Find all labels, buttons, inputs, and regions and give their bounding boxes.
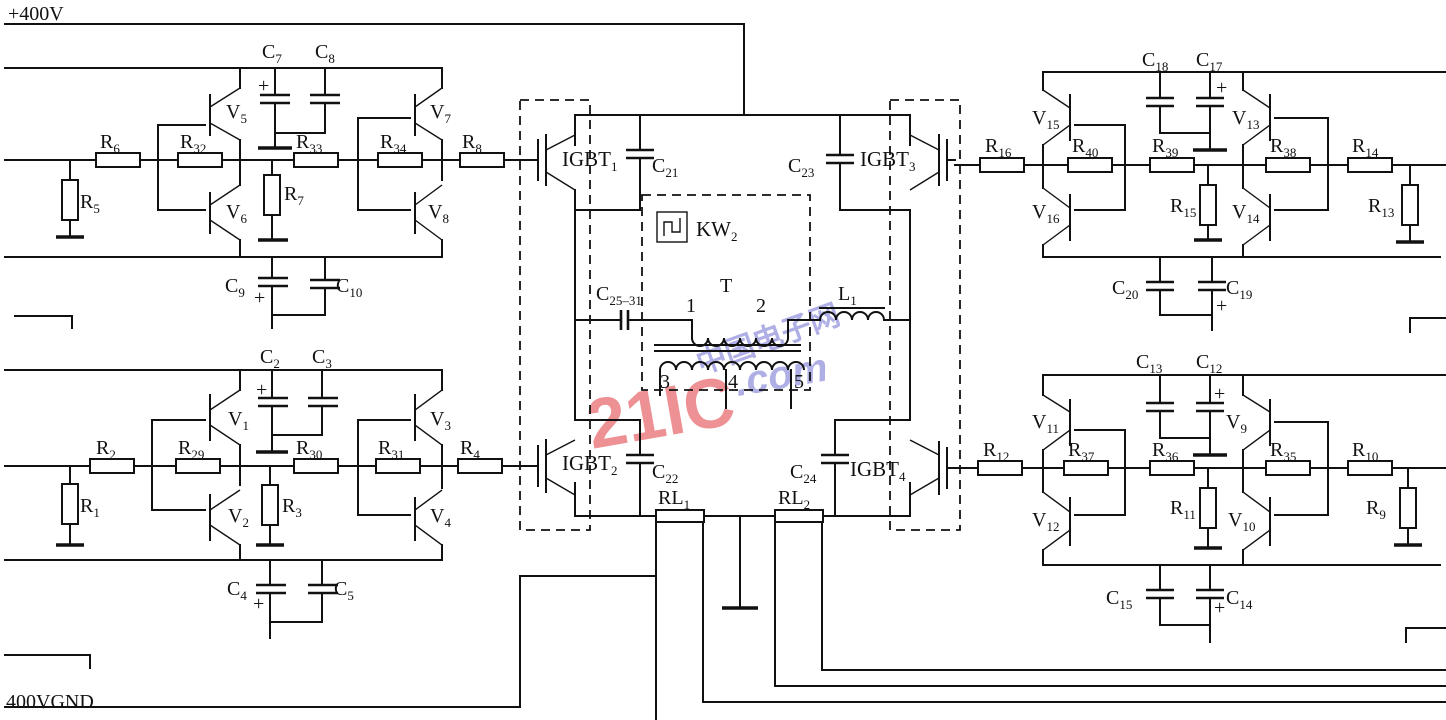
polarity-c4: +: [253, 593, 264, 615]
label-c5: C5: [334, 578, 354, 603]
label-r11: R11: [1170, 497, 1196, 522]
label-v9: V9: [1226, 411, 1247, 436]
label-l1: L1: [838, 283, 857, 308]
label-v11: V11: [1032, 411, 1059, 436]
label-r9: R9: [1366, 497, 1386, 522]
label-r30: R30: [296, 437, 322, 462]
label-igbt1: IGBT1: [562, 147, 618, 174]
label-c9: C9: [225, 275, 245, 300]
labels: +400V 400VGND C7 C8 R6 R32 R33 R34 R8 V5…: [6, 3, 1394, 713]
label-v7: V7: [430, 101, 451, 126]
label-igbt4: IGBT4: [850, 457, 906, 484]
label-r40: R40: [1072, 135, 1098, 160]
polarity-c19: +: [1216, 295, 1227, 317]
label-r7: R7: [284, 183, 304, 208]
label-r29: R29: [178, 437, 204, 462]
label-v6: V6: [226, 201, 247, 226]
label-v3: V3: [430, 408, 451, 433]
label-r31: R31: [378, 437, 404, 462]
label-igbt2: IGBT2: [562, 451, 618, 478]
transformer: [574, 211, 911, 409]
label-c4: C4: [227, 578, 247, 603]
label-pin5: 5: [794, 371, 804, 393]
label-v5: V5: [226, 101, 247, 126]
label-r6: R6: [100, 131, 120, 156]
label-c3: C3: [312, 346, 332, 371]
label-c8: C8: [315, 41, 335, 66]
label-r12: R12: [983, 439, 1009, 464]
label-r8: R8: [462, 131, 482, 156]
power-rails: [4, 23, 1446, 720]
label-v14: V14: [1232, 201, 1260, 226]
label-r37: R37: [1068, 439, 1095, 464]
polarity-c12: +: [1214, 383, 1225, 405]
label-v16: V16: [1032, 201, 1060, 226]
label-r32: R32: [180, 131, 206, 156]
label-pin2: 2: [756, 295, 766, 317]
rail-top-label: +400V: [8, 3, 64, 25]
label-r13: R13: [1368, 195, 1394, 220]
label-v2: V2: [228, 505, 249, 530]
label-rl2: RL2: [778, 487, 810, 512]
igbt-bridge: [519, 99, 961, 531]
label-c2: C2: [260, 346, 280, 371]
label-v10: V10: [1228, 509, 1255, 534]
label-pin1: 1: [686, 295, 696, 317]
polarity-c9: +: [254, 287, 265, 309]
label-c23: C23: [788, 155, 814, 180]
label-c15: C15: [1106, 587, 1132, 612]
driver-lower-right: [954, 374, 1446, 643]
label-v12: V12: [1032, 509, 1059, 534]
label-c22: C22: [652, 461, 678, 486]
label-v8: V8: [428, 201, 449, 226]
label-c17: C17: [1196, 49, 1223, 74]
label-r1: R1: [80, 495, 100, 520]
label-c14: C14: [1226, 587, 1253, 612]
label-r14: R14: [1352, 135, 1379, 160]
label-t: T: [720, 275, 732, 297]
label-r15: R15: [1170, 195, 1196, 220]
driver-upper-left: [4, 67, 531, 329]
label-v1: V1: [228, 408, 249, 433]
label-c7: C7: [262, 41, 282, 66]
label-pin3: 3: [660, 371, 670, 393]
driver-lower-left: [4, 369, 531, 669]
label-v15: V15: [1032, 107, 1059, 132]
label-r39: R39: [1152, 135, 1178, 160]
label-v13: V13: [1232, 107, 1259, 132]
rail-bottom-label: 400VGND: [6, 691, 94, 713]
label-r16: R16: [985, 135, 1012, 160]
label-r2: R2: [96, 437, 116, 462]
polarity-c17: +: [1216, 77, 1227, 99]
polarity-c2: +: [256, 379, 267, 401]
label-c21: C21: [652, 155, 678, 180]
label-c12: C12: [1196, 351, 1222, 376]
label-c20: C20: [1112, 277, 1138, 302]
label-igbt3: IGBT3: [860, 147, 916, 174]
label-rl1: RL1: [658, 487, 690, 512]
label-r38: R38: [1270, 135, 1296, 160]
label-r33: R33: [296, 131, 322, 156]
label-r35: R35: [1270, 439, 1296, 464]
polarity-c7: +: [258, 75, 269, 97]
label-c19: C19: [1226, 277, 1252, 302]
label-c10: C10: [336, 275, 362, 300]
label-kw2: KW2: [696, 217, 738, 244]
label-c13: C13: [1136, 351, 1162, 376]
label-c25-31: C25–31: [596, 283, 642, 308]
label-r5: R5: [80, 191, 100, 216]
label-v4: V4: [430, 505, 451, 530]
polarity-c14: +: [1214, 597, 1225, 619]
label-r10: R10: [1352, 439, 1378, 464]
label-r36: R36: [1152, 439, 1179, 464]
label-r3: R3: [282, 495, 302, 520]
label-c18: C18: [1142, 49, 1168, 74]
label-c24: C24: [790, 461, 817, 486]
driver-upper-right: [954, 71, 1446, 333]
label-r34: R34: [380, 131, 407, 156]
label-r4: R4: [460, 437, 480, 462]
label-pin4: 4: [728, 371, 738, 393]
